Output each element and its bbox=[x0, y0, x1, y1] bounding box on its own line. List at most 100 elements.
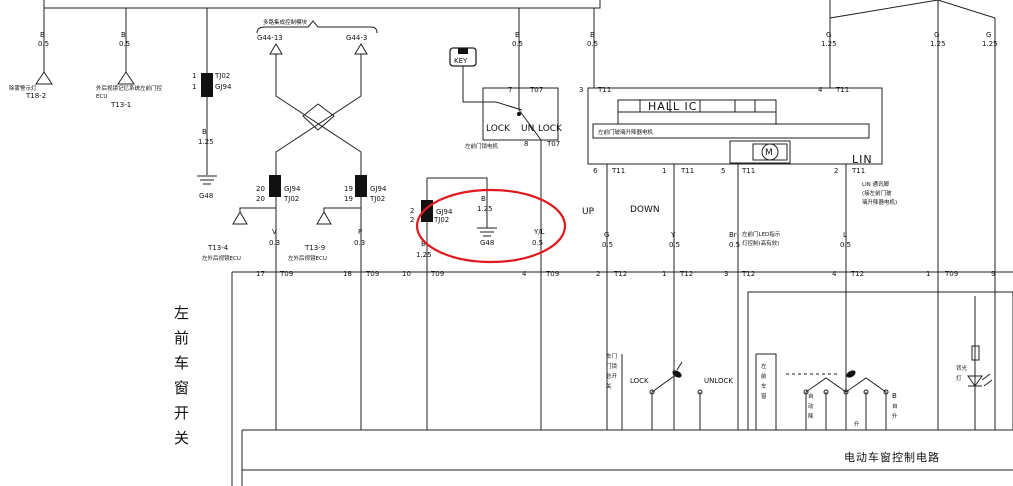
svg-text:UNLOCK: UNLOCK bbox=[704, 377, 733, 385]
svg-text:车门: 车门 bbox=[606, 352, 617, 360]
svg-text:T09: T09 bbox=[430, 270, 444, 278]
svg-text:1: 1 bbox=[926, 270, 930, 278]
motor-icon bbox=[761, 143, 779, 161]
svg-text:Y: Y bbox=[670, 231, 676, 239]
svg-text:4: 4 bbox=[818, 86, 823, 94]
svg-text:1: 1 bbox=[662, 167, 666, 175]
svg-text:L: L bbox=[843, 231, 847, 239]
svg-text:关: 关 bbox=[606, 382, 612, 390]
svg-text:左: 左 bbox=[174, 304, 189, 322]
svg-text:T11: T11 bbox=[851, 167, 865, 175]
svg-text:B: B bbox=[121, 31, 126, 39]
svg-text:3: 3 bbox=[579, 86, 583, 94]
window-switch: 左 前 车 窗 开 关 车门 门锁 总开 关 LOCK UNLOCK 左 前 车… bbox=[174, 272, 1013, 464]
svg-text:UN: UN bbox=[521, 124, 534, 134]
svg-text:左: 左 bbox=[761, 362, 767, 370]
svg-text:车: 车 bbox=[174, 354, 189, 372]
svg-text:8: 8 bbox=[524, 140, 528, 148]
svg-text:2: 2 bbox=[834, 167, 838, 175]
svg-text:升: 升 bbox=[892, 412, 898, 420]
svg-text:GJ94: GJ94 bbox=[370, 185, 387, 193]
svg-text:T11: T11 bbox=[835, 86, 849, 94]
svg-text:璃升降器电机): 璃升降器电机) bbox=[862, 198, 897, 206]
svg-text:1.25: 1.25 bbox=[982, 40, 998, 48]
svg-text:升: 升 bbox=[854, 420, 860, 428]
svg-text:P: P bbox=[358, 228, 362, 236]
svg-text:HALL IC: HALL IC bbox=[648, 100, 697, 113]
svg-text:18: 18 bbox=[343, 270, 352, 278]
svg-text:G: G bbox=[934, 31, 939, 39]
top-left-wires bbox=[43, 0, 601, 175]
svg-text:4: 4 bbox=[832, 270, 837, 278]
svg-text:除雾警示灯: 除雾警示灯 bbox=[9, 84, 37, 92]
svg-text:B: B bbox=[515, 31, 520, 39]
svg-text:左前门锁电机: 左前门锁电机 bbox=[465, 142, 499, 150]
svg-text:20: 20 bbox=[256, 195, 265, 203]
connector-block-icon bbox=[269, 175, 281, 197]
terminal-triangle-icon bbox=[354, 43, 368, 55]
right-wires: G 1.25 4 T11 G 1.25 G 1.25 1 T09 9 bbox=[818, 0, 998, 278]
svg-text:1.25: 1.25 bbox=[416, 251, 432, 259]
svg-text:ECU: ECU bbox=[96, 94, 107, 100]
wire-w2: B 0.5 外后视镜记忆系统左前门控 ECU T13-1 bbox=[96, 31, 163, 109]
svg-text:G48: G48 bbox=[480, 239, 494, 247]
svg-text:T07: T07 bbox=[529, 86, 543, 94]
svg-text:T12: T12 bbox=[741, 270, 755, 278]
svg-text:2: 2 bbox=[410, 216, 414, 224]
svg-text:0.5: 0.5 bbox=[840, 241, 851, 249]
svg-text:左外后视镜ECU: 左外后视镜ECU bbox=[202, 254, 241, 262]
svg-text:B: B bbox=[590, 31, 595, 39]
svg-text:0.5: 0.5 bbox=[587, 40, 598, 48]
svg-text:T12: T12 bbox=[679, 270, 693, 278]
svg-text:外后视镜记忆系统左前门控: 外后视镜记忆系统左前门控 bbox=[96, 84, 163, 92]
terminal-triangle-icon bbox=[269, 43, 283, 55]
svg-text:V: V bbox=[272, 228, 277, 236]
svg-text:TJ02: TJ02 bbox=[369, 195, 385, 203]
svg-text:LIN 通讯脚: LIN 通讯脚 bbox=[862, 180, 890, 188]
svg-text:0.5: 0.5 bbox=[729, 241, 740, 249]
mirror-left: 20 20 GJ94 TJ02 T13-4 左外后视镜ECU V 0.3 17 … bbox=[202, 175, 301, 278]
svg-text:左前门LED指示: 左前门LED指示 bbox=[742, 230, 781, 238]
svg-text:总开: 总开 bbox=[606, 372, 618, 380]
multiplex-module: 多路集成控制模块 G44-13 G44-3 bbox=[256, 18, 378, 175]
svg-text:门锁: 门锁 bbox=[606, 362, 618, 370]
svg-text:G44-3: G44-3 bbox=[346, 34, 367, 42]
svg-text:B: B bbox=[421, 240, 426, 248]
svg-text:T12: T12 bbox=[850, 270, 864, 278]
svg-text:电动车窗控制电路: 电动车窗控制电路 bbox=[844, 450, 940, 464]
svg-text:4: 4 bbox=[522, 270, 527, 278]
svg-text:T13-4: T13-4 bbox=[207, 244, 229, 252]
svg-text:GJ94: GJ94 bbox=[436, 208, 453, 216]
svg-text:背光: 背光 bbox=[956, 364, 968, 372]
svg-text:T09: T09 bbox=[944, 270, 958, 278]
svg-text:降: 降 bbox=[808, 412, 814, 420]
svg-text:0.5: 0.5 bbox=[512, 40, 523, 48]
svg-text:窗: 窗 bbox=[761, 392, 767, 400]
svg-text:3: 3 bbox=[724, 270, 728, 278]
window-motor-outputs: 6 T11 1 T11 5 T11 2 T11 UP DOWN LIN 通讯脚 … bbox=[582, 164, 897, 278]
svg-text:LOCK: LOCK bbox=[538, 124, 563, 134]
highlight-circle bbox=[415, 188, 567, 264]
svg-text:6: 6 bbox=[593, 167, 598, 175]
svg-text:20: 20 bbox=[256, 185, 265, 193]
svg-text:LIN: LIN bbox=[852, 153, 873, 166]
svg-text:开: 开 bbox=[174, 404, 189, 422]
ground-icon bbox=[197, 175, 217, 185]
key-switch: KEY bbox=[449, 47, 523, 111]
svg-text:1: 1 bbox=[192, 72, 196, 80]
switch-knob-icon bbox=[846, 370, 856, 378]
svg-text:T11: T11 bbox=[611, 167, 625, 175]
resistor-icon bbox=[971, 345, 980, 361]
svg-text:GJ94: GJ94 bbox=[284, 185, 301, 193]
svg-text:自: 自 bbox=[892, 402, 898, 410]
svg-text:Br: Br bbox=[729, 231, 737, 239]
wire-w3: 1 1 TJ02 GJ94 B 1.25 G48 bbox=[192, 72, 232, 200]
svg-text:灯控制(高有效): 灯控制(高有效) bbox=[742, 239, 779, 247]
svg-text:动: 动 bbox=[808, 403, 814, 410]
svg-text:KEY: KEY bbox=[454, 57, 468, 65]
svg-text:9: 9 bbox=[991, 270, 995, 278]
svg-text:B: B bbox=[481, 195, 486, 203]
ground-triangle-icon bbox=[35, 71, 53, 85]
svg-text:UP: UP bbox=[582, 207, 595, 217]
svg-text:T09: T09 bbox=[545, 270, 559, 278]
